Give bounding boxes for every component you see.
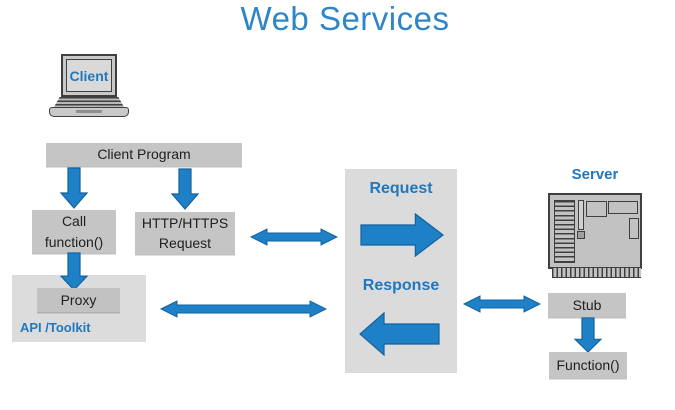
http-request-line2: Request: [158, 235, 212, 251]
down-arrow-icon: [573, 317, 603, 353]
laptop-icon: Client: [48, 54, 130, 118]
laptop-base: [49, 107, 129, 117]
server-label: Server: [571, 166, 619, 183]
response-label: Response: [362, 277, 440, 294]
right-arrow-icon: [360, 212, 445, 258]
server-slot: [578, 200, 584, 230]
call-function-box: Call function(): [32, 210, 116, 253]
left-arrow-icon: [359, 311, 440, 357]
server-vents: [554, 200, 575, 263]
stub-label: Stub: [572, 296, 602, 313]
page-title: Web Services: [240, 0, 450, 37]
server-button: [577, 231, 585, 239]
down-arrow-icon: [59, 167, 89, 209]
double-headed-arrow-icon: [463, 295, 541, 313]
client-program-label: Client Program: [97, 146, 191, 163]
server-drive-bay: [608, 201, 638, 214]
stub-box: Stub: [548, 293, 626, 317]
server-icon: [546, 191, 644, 279]
api-toolkit-label: API /Toolkit: [20, 320, 91, 335]
call-function-line1: Call: [61, 213, 87, 230]
http-request-line1: HTTP/HTTPS: [141, 214, 229, 231]
down-arrow-icon: [59, 252, 89, 291]
client-program-box: Client Program: [46, 143, 242, 166]
double-headed-arrow-icon: [250, 228, 338, 246]
proxy-box: Proxy: [37, 288, 120, 312]
server-port: [629, 218, 639, 239]
laptop-keyboard: [54, 97, 124, 107]
laptop-trackpad: [76, 110, 102, 113]
laptop-screen: Client: [61, 54, 117, 97]
proxy-label: Proxy: [60, 291, 97, 308]
server-drive-bay: [586, 201, 607, 217]
http-request-box: HTTP/HTTPS Request: [135, 212, 235, 254]
server-pins: [552, 268, 641, 278]
down-arrow-icon: [170, 168, 200, 210]
function-label: Function(): [556, 356, 620, 373]
call-function-line2: function(): [44, 233, 104, 250]
request-label: Request: [369, 180, 433, 197]
function-box: Function(): [549, 352, 627, 378]
double-headed-arrow-icon: [160, 300, 327, 318]
exchange-panel: Request Response: [345, 169, 457, 373]
client-label: Client: [66, 59, 112, 92]
